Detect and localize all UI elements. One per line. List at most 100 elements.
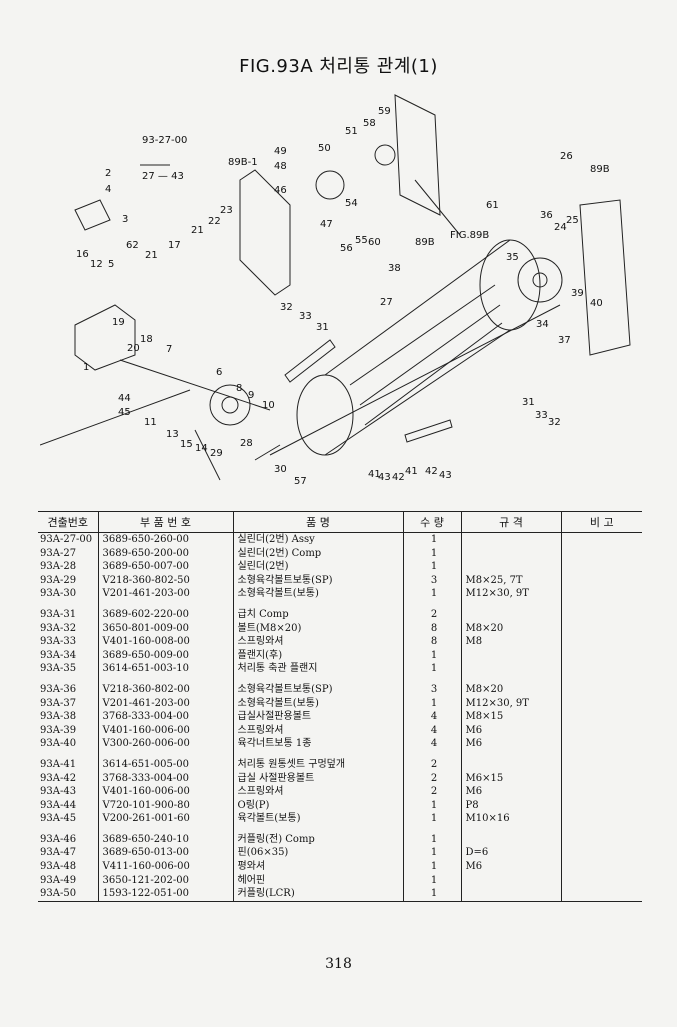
cell-ref-no: 93A-47 (40, 847, 77, 859)
callout: 47 (320, 219, 333, 230)
spacer-cell (460, 825, 561, 833)
cell-remarks (560, 771, 642, 786)
cell-part-no: 3650-121-202-00 (97, 873, 233, 888)
cell-part-no: 3768-333-004-00 (97, 771, 233, 786)
cell-spec: M8×15 (460, 710, 561, 724)
cell-part-name: 스프링와셔 (232, 723, 403, 738)
cell-quantity: 8 (402, 621, 461, 636)
callout: 13 (166, 429, 179, 440)
cell-ref-no: 93A-27 (40, 547, 77, 559)
cell-quantity: 1 (402, 532, 461, 547)
cell-part-no: 3689-650-200-00 (97, 546, 233, 561)
cell-spec (460, 546, 561, 561)
callout: 40 (590, 298, 603, 309)
cell-quantity: 4 (402, 737, 461, 751)
cell-spec: M8×20 (460, 621, 561, 636)
callout: 32 (548, 417, 561, 428)
callout: 50 (318, 143, 331, 154)
cell-part-name: 커플링(LCR) (232, 887, 403, 902)
cell-part-no: V401-160-008-00 (97, 635, 233, 649)
spacer-cell (232, 825, 403, 833)
callout: 25 (566, 215, 579, 226)
callout: 21 (191, 225, 204, 236)
cell-part-name: 실린더(2번) Comp (232, 546, 403, 561)
cell-part-no: 3689-650-009-00 (97, 648, 233, 663)
cell-part-name: 플랜지(후) (232, 648, 403, 663)
header-ref-no: 견출번호 (38, 511, 98, 533)
cell-quantity: 1 (402, 887, 461, 902)
cell-remarks (560, 798, 642, 813)
header-part-name: 품 명 (232, 511, 403, 533)
cell-ref-no: 93A-39 (40, 724, 77, 736)
callout: 51 (345, 126, 358, 137)
spacer-cell (38, 601, 98, 608)
callout: 55 (355, 235, 368, 246)
group-spacer (38, 825, 642, 833)
callout: 54 (345, 198, 358, 209)
cell-quantity: 1 (402, 696, 461, 711)
callout: 4 (105, 184, 111, 195)
spacer-cell (97, 750, 233, 758)
callout: 44 (118, 393, 131, 404)
spacer-cell (97, 600, 233, 608)
header-quantity: 수 량 (402, 511, 461, 533)
figure-title: FIG.93A 처리통 관계(1) (239, 56, 438, 77)
cell-quantity: 1 (402, 648, 461, 663)
cell-ref-no: 93A-34 (40, 649, 77, 661)
cell-part-name: 소형육각볼트(보통) (232, 696, 403, 711)
cell-ref-no: 93A-50 (38, 887, 98, 902)
cell-part-name: 실린더(2번) Assy (232, 532, 403, 547)
callout: 3 (122, 214, 128, 225)
callout: 30 (274, 464, 287, 475)
cell-part-name: 커플링(전) Comp (232, 832, 403, 847)
cell-part-no: V300-260-006-00 (97, 737, 233, 751)
cell-ref-no: 93A-38 (40, 711, 77, 723)
cell-remarks (560, 812, 642, 826)
cell-part-no: 3768-333-004-00 (97, 710, 233, 724)
cell-remarks (560, 710, 642, 724)
callout: 31 (522, 397, 535, 408)
cell-ref-no: 93A-41 (40, 758, 77, 770)
callout: 59 (378, 106, 391, 117)
cell-part-name: 육각볼트(보통) (232, 812, 403, 826)
cell-ref-no: 93A-27-00 (40, 534, 93, 545)
cell-ref-no: 93A-40 (40, 738, 77, 750)
cell-spec: M10×16 (460, 812, 561, 826)
callout: 58 (363, 118, 376, 129)
callout: 42 (392, 472, 405, 483)
diagram-group-range: 27 — 43 (142, 171, 184, 182)
cell-quantity: 2 (402, 785, 461, 799)
cell-part-name: 급치 Comp (232, 607, 403, 622)
cell-ref-no: 93A-48 (40, 861, 77, 873)
spacer-cell (38, 751, 98, 758)
cell-remarks (560, 696, 642, 711)
cell-spec: M8×20 (460, 682, 561, 697)
cell-quantity: 1 (402, 846, 461, 861)
header-spec: 규 격 (460, 511, 561, 533)
cell-part-name: 급실 사절판용볼트 (232, 771, 403, 786)
callout: 48 (274, 161, 287, 172)
cell-part-name: 소형육각볼트보통(SP) (232, 682, 403, 697)
callout: 61 (486, 200, 499, 211)
callout: 38 (388, 263, 401, 274)
callout: 7 (166, 344, 172, 355)
callout: 62 (126, 240, 139, 251)
cell-part-name: 육각너트보통 1종 (232, 737, 403, 751)
cell-quantity: 2 (402, 771, 461, 786)
cell-ref-no: 93A-37 (40, 697, 77, 709)
spacer-cell (97, 675, 233, 683)
cell-part-name: 평와셔 (232, 860, 403, 874)
callout: 5 (108, 259, 114, 270)
cell-ref-no: 93A-30 (40, 588, 77, 600)
cell-remarks (560, 860, 642, 874)
